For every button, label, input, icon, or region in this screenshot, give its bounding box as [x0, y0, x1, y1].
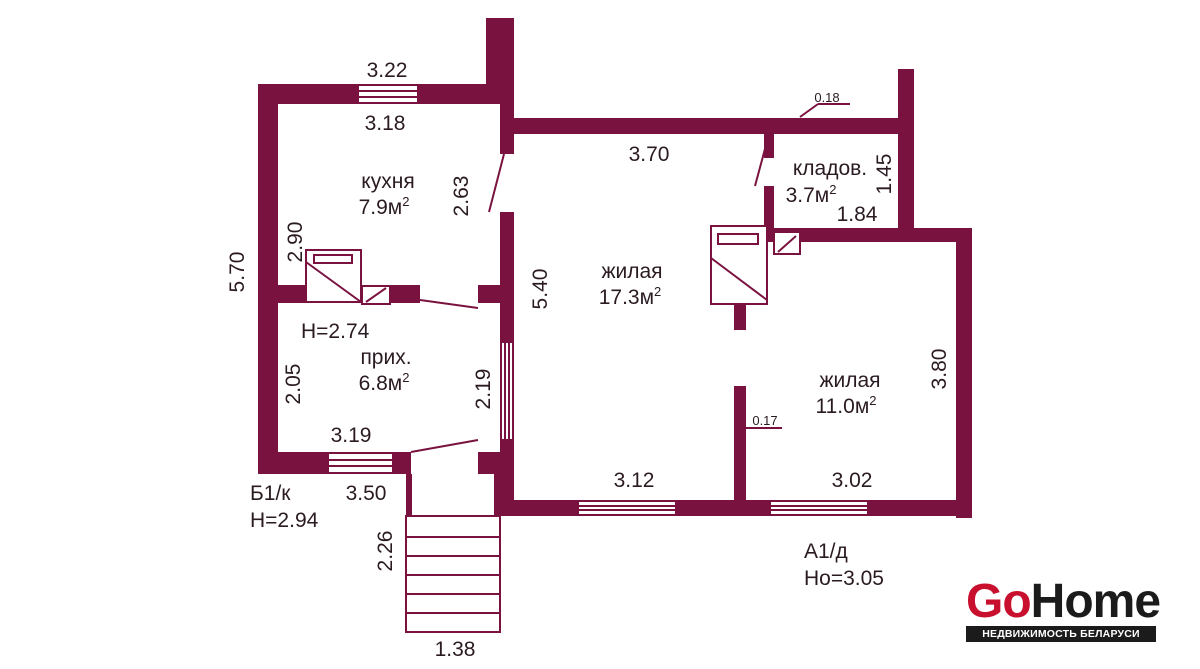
hall-name: прих. — [360, 346, 411, 369]
dim-350: 3.50 — [346, 482, 387, 505]
storage-name: кладов. — [793, 157, 867, 180]
wall-kitchen-right-mid — [500, 212, 514, 342]
dim-263: 2.63 — [450, 176, 473, 217]
porch-stairs — [405, 474, 501, 633]
living1-name: жилая — [601, 260, 662, 283]
wall-storage-left — [764, 134, 774, 158]
dim-312: 3.12 — [614, 469, 655, 492]
dim-570: 5.70 — [226, 252, 249, 293]
dimension-labels: 3.22 3.18 3.70 0.18 1.84 3.19 3.50 3.12 … — [226, 59, 951, 661]
wall-hall-bottom-2 — [393, 452, 411, 474]
kitchen-area: 7.9м2 — [359, 194, 410, 219]
wall-stove-stub — [734, 304, 746, 330]
door-hall-partition — [419, 299, 479, 309]
windows — [327, 84, 869, 516]
dim-184: 1.84 — [837, 203, 878, 226]
dim-318: 3.18 — [365, 112, 406, 135]
wall-room2-top — [764, 228, 972, 242]
living2-name: жилая — [819, 369, 880, 392]
wall-hall-right-lower — [500, 440, 514, 516]
wall-storage-left-2 — [764, 186, 774, 232]
wall-living-partition — [734, 386, 746, 500]
doors — [410, 103, 850, 453]
leader-018 — [799, 103, 819, 118]
window-living2-bottom — [769, 500, 869, 516]
gohome-logo: GoHome НЕДВИЖИМОСТЬ БЕЛАРУСИ — [962, 575, 1162, 646]
wall-hall-bottom — [258, 452, 328, 474]
wall-partition-kitchen-hall-3 — [478, 285, 500, 303]
dim-380: 3.80 — [928, 349, 951, 390]
hall-area: 6.8м2 — [359, 370, 410, 395]
window-hall-bottom — [327, 452, 394, 474]
logo-tagline: НЕДВИЖИМОСТЬ БЕЛАРУСИ — [966, 626, 1156, 642]
window-living1-bottom — [577, 500, 677, 516]
a1-label: А1/д — [804, 540, 848, 563]
dim-205: 2.05 — [282, 364, 305, 405]
dim-018: 0.18 — [814, 90, 839, 105]
dim-219: 2.19 — [472, 369, 495, 410]
dim-322: 3.22 — [367, 59, 408, 82]
b1-label: Б1/к — [250, 482, 291, 505]
dim-319: 3.19 — [331, 424, 372, 447]
door-storage — [754, 133, 770, 187]
kitchen-name: кухня — [361, 170, 414, 193]
dim-226: 2.26 — [374, 531, 397, 572]
logo-wordmark: GoHome — [966, 575, 1161, 628]
wall-storage-right — [898, 69, 914, 241]
fixtures — [305, 225, 801, 305]
dim-138: 1.38 — [435, 638, 476, 661]
wall-main-top — [500, 118, 914, 134]
dim-370: 3.70 — [629, 143, 670, 166]
door-kitchen — [488, 153, 505, 213]
living2-area: 11.0м2 — [816, 393, 877, 418]
living1-area: 17.3м2 — [599, 284, 662, 309]
dim-540: 5.40 — [529, 269, 552, 310]
dim-145: 1.45 — [873, 154, 896, 195]
room-labels: кухня 7.9м2 прих. 6.8м2 жилая 17.3м2 жил… — [359, 157, 881, 418]
window-hall-right — [500, 341, 514, 441]
storage-area: 3.7м2 — [786, 182, 837, 207]
wall-bottom — [500, 500, 972, 516]
wall-right — [956, 228, 972, 518]
wall-left — [258, 84, 278, 474]
dim-290: 2.90 — [284, 222, 307, 263]
window-kitchen-top — [357, 84, 419, 104]
a1-height: Но=3.05 — [804, 567, 884, 590]
door-entrance — [410, 439, 479, 453]
b1-height: Н=2.94 — [250, 509, 319, 532]
wall-partition-kitchen-hall-2 — [390, 285, 420, 303]
dim-017: 0.17 — [752, 413, 777, 428]
height-labels: Н=2.74 Б1/к Н=2.94 А1/д Но=3.05 — [250, 320, 884, 590]
dim-302: 3.02 — [832, 469, 873, 492]
hall-height: Н=2.74 — [301, 320, 370, 343]
